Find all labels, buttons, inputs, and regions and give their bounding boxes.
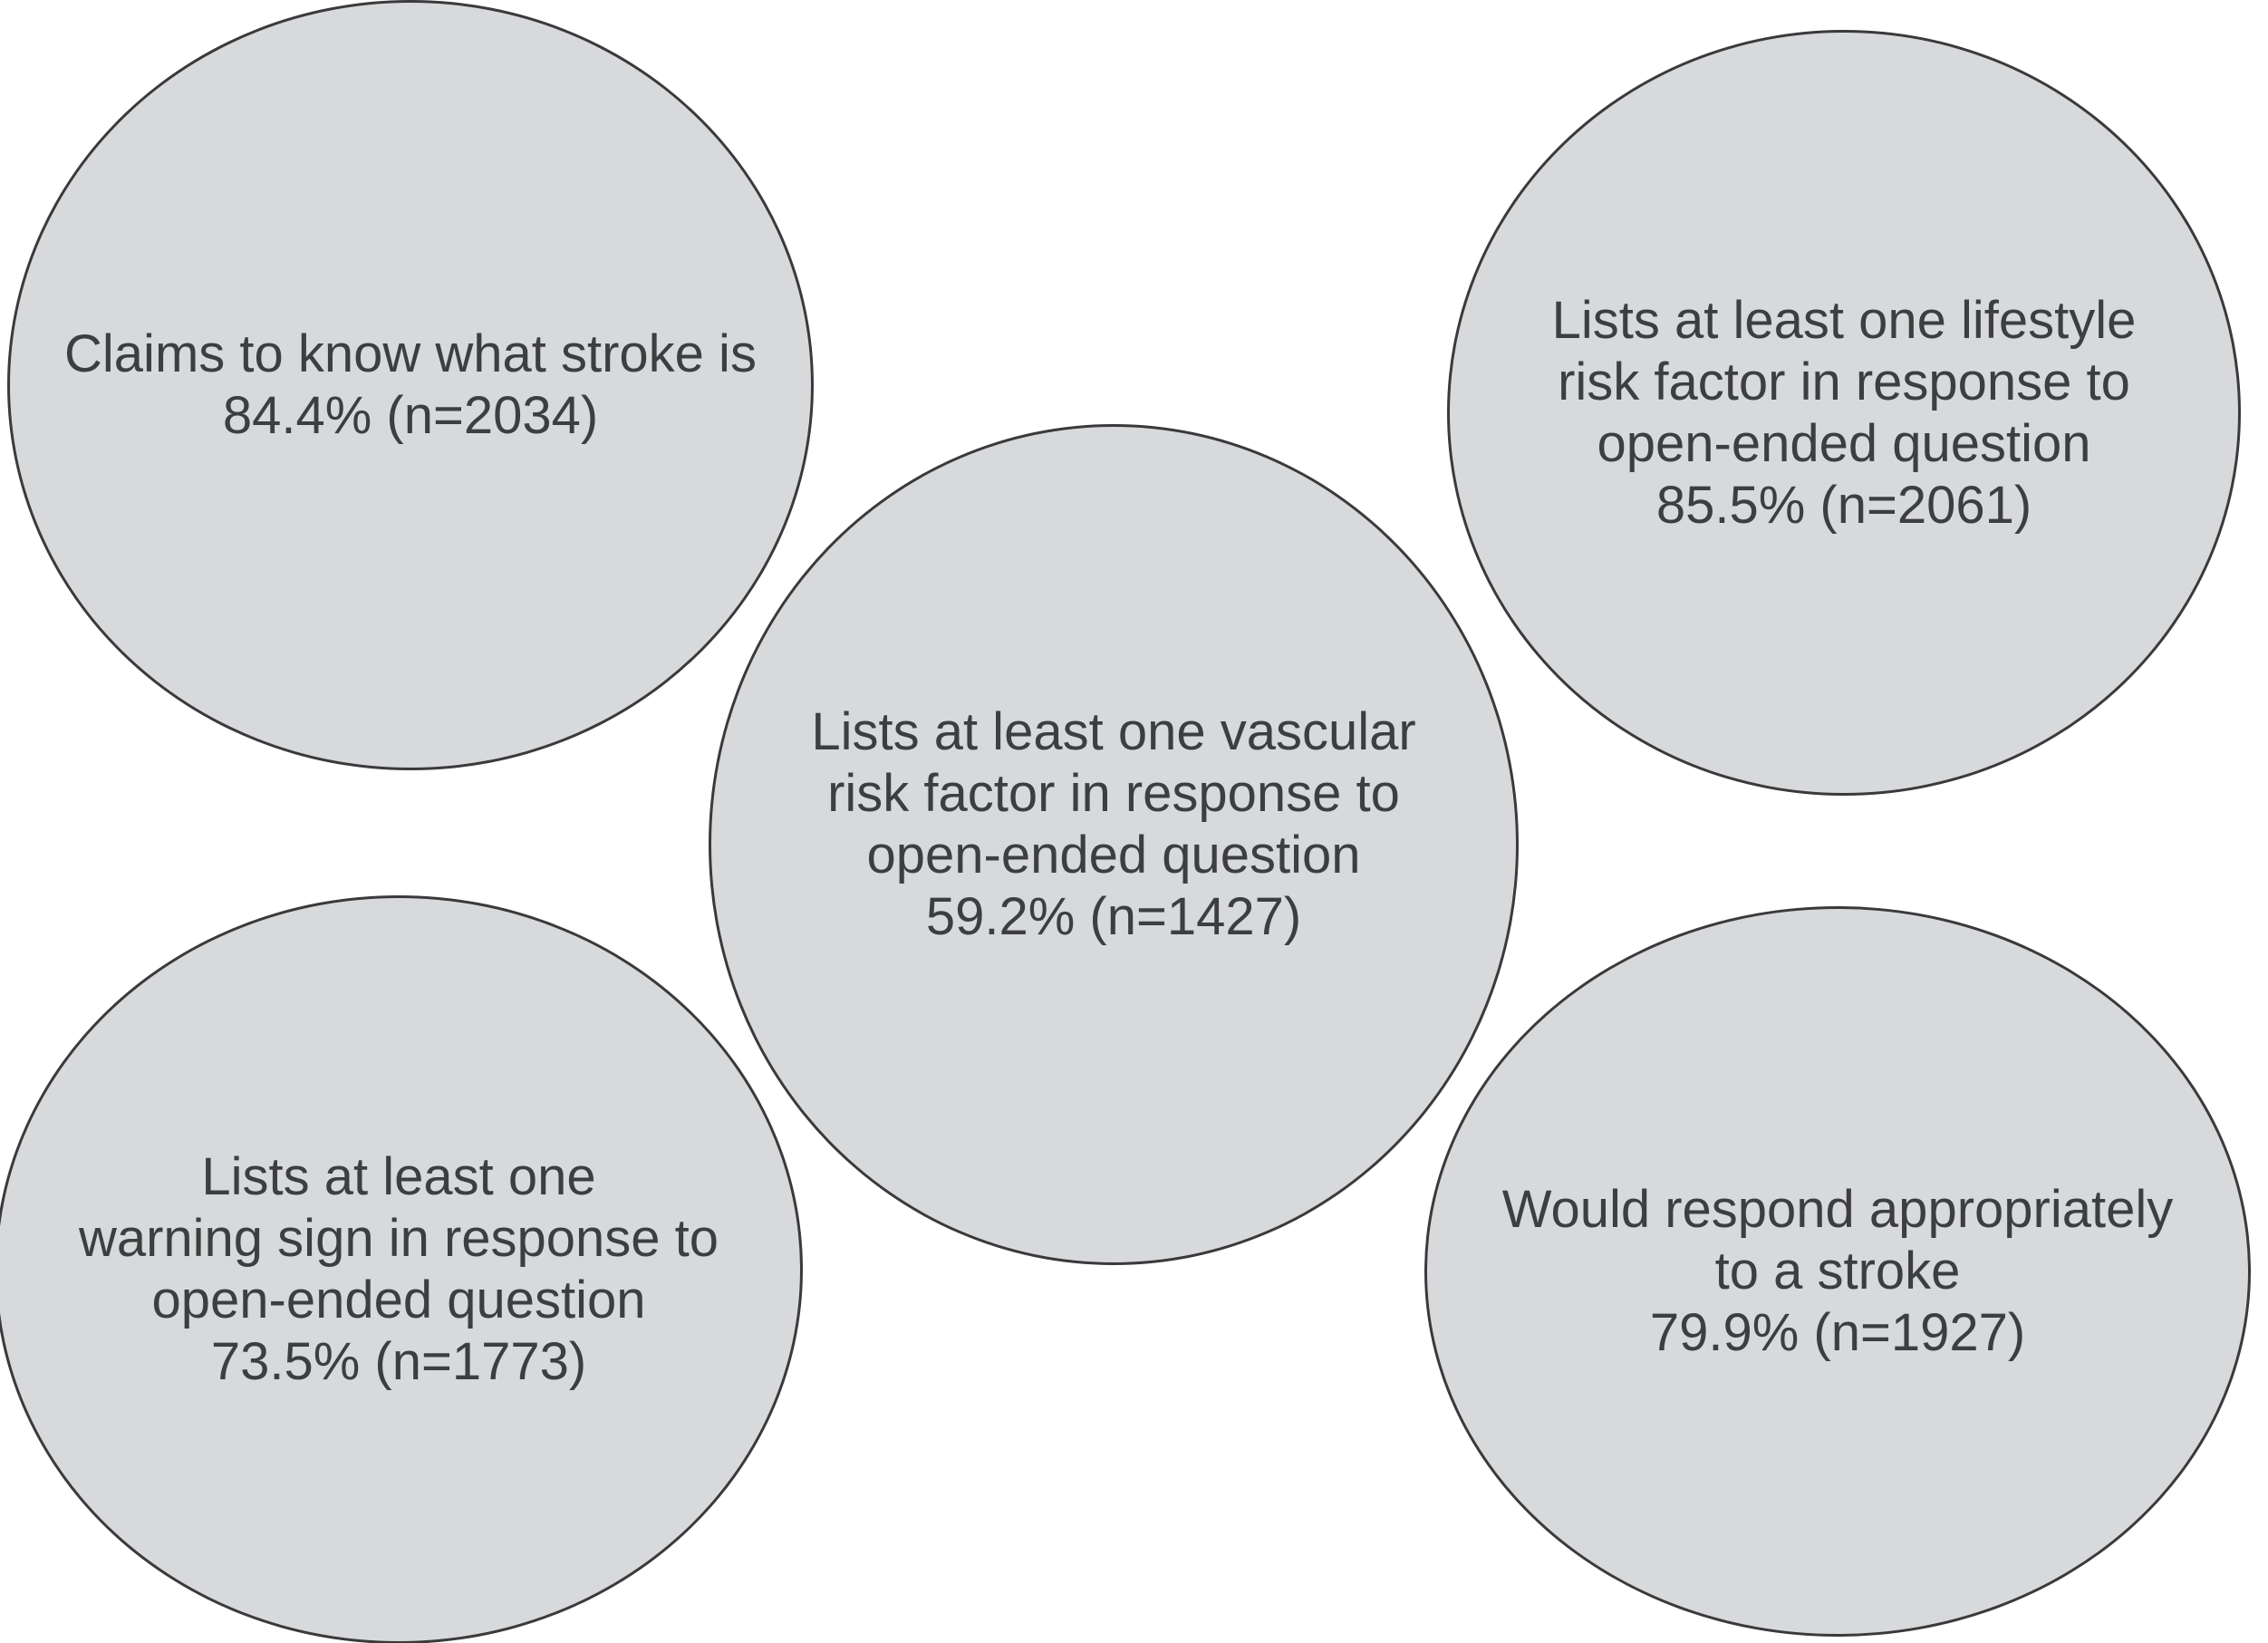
bubble-text-line: warning sign in response to [78,1209,719,1268]
bubble-text-line: Lists at least one [201,1147,596,1206]
bubble-text: Would respond appropriately to a stroke … [1502,1179,2174,1364]
bubble-stat-line: 84.4% (n=2034) [222,386,599,445]
bubble-text: Lists at least one vascular risk factor … [811,701,1415,948]
bubble-stat-line: 73.5% (n=1773) [210,1332,587,1391]
bubble-claims-to-know-what-stroke-is: Claims to know what stroke is 84.4% (n=2… [7,0,814,770]
bubble-text-line: Lists at least one vascular [811,702,1416,761]
bubble-stat-line: 59.2% (n=1427) [925,887,1302,946]
bubble-text-line: risk factor in response to [827,764,1400,823]
bubble-text: Lists at least one lifestyle risk factor… [1552,290,2137,536]
bubble-text-line: open-ended question [151,1271,646,1329]
bubble-stat-line: 79.9% (n=1927) [1649,1303,2026,1362]
bubble-text-line: Lists at least one lifestyle [1551,290,2137,350]
bubble-text-line: risk factor in response to [1558,352,2130,411]
bubble-text: Lists at least one warning sign in respo… [79,1146,719,1393]
bubble-text-line: Claims to know what stroke is [64,324,757,383]
bubble-lists-warning-sign: Lists at least one warning sign in respo… [0,895,803,1643]
bubble-text-line: open-ended question [1597,413,2091,473]
bubble-would-respond-appropriately: Would respond appropriately to a stroke … [1424,906,2251,1637]
bubble-text-line: Would respond appropriately [1501,1180,2174,1239]
bubble-text-line: open-ended question [866,826,1361,884]
bubble-lists-vascular-risk-factor: Lists at least one vascular risk factor … [709,424,1519,1265]
bubble-text: Claims to know what stroke is 84.4% (n=2… [64,324,757,447]
bubble-stat-line: 85.5% (n=2061) [1655,475,2032,535]
bubble-text-line: to a stroke [1714,1242,1961,1300]
bubble-lists-lifestyle-risk-factor: Lists at least one lifestyle risk factor… [1447,30,2241,796]
